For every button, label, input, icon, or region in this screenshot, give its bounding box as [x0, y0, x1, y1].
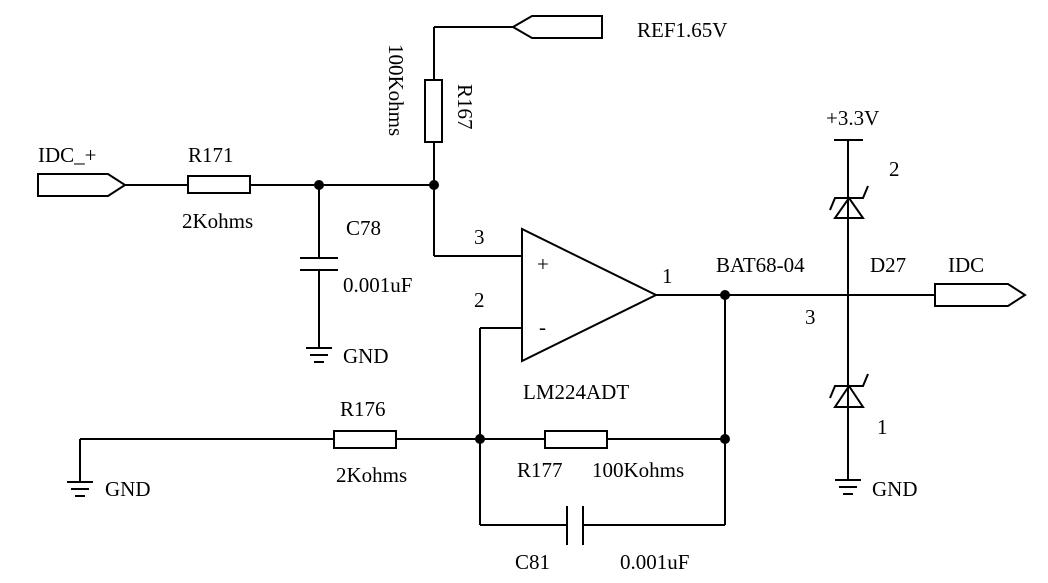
opamp-pin-inv: 2: [474, 288, 485, 312]
diode-bottom: [829, 373, 869, 408]
resistor-r177: [544, 430, 608, 449]
opamp-lm224: [521, 227, 659, 363]
gnd-c78-label: GND: [343, 344, 389, 368]
opamp-plus-sign: +: [537, 252, 549, 276]
c81-value: 0.001uF: [620, 550, 689, 574]
r176-value: 2Kohms: [336, 463, 407, 487]
diode-pin-mid: 3: [805, 305, 816, 329]
opamp-minus-sign: -: [539, 315, 546, 339]
port-idc-plus: [37, 173, 127, 197]
port-idc-out: [934, 283, 1027, 307]
resistor-r171: [187, 175, 251, 194]
r171-ref: R171: [188, 143, 234, 167]
capacitor-c81: [566, 506, 584, 545]
junction-c78: [314, 180, 324, 190]
port-ref: [511, 15, 603, 39]
opamp-part: LM224ADT: [523, 380, 629, 404]
diode-pin-top: 2: [889, 157, 900, 181]
vcc-label: +3.3V: [826, 106, 879, 130]
ground-symbol-c78: [306, 347, 332, 363]
capacitor-c78: [300, 257, 338, 271]
r167-ref: R167: [453, 84, 477, 130]
resistor-r167: [424, 79, 443, 143]
opamp-pin-out: 1: [662, 264, 673, 288]
junction-feedback-right: [720, 434, 730, 444]
r176-ref: R176: [340, 397, 386, 421]
diode-top: [829, 185, 869, 219]
c78-ref: C78: [346, 216, 381, 240]
junction-output: [720, 290, 730, 300]
diode-pin-bottom: 1: [877, 415, 888, 439]
r177-ref: R177: [517, 458, 563, 482]
r171-value: 2Kohms: [182, 209, 253, 233]
port-idc-plus-label: IDC_+: [38, 143, 97, 167]
diode-ref: D27: [870, 253, 906, 277]
port-ref-label: REF1.65V: [637, 18, 727, 42]
c78-value: 0.001uF: [343, 273, 412, 297]
port-idc-out-label: IDC: [948, 253, 984, 277]
r167-value: 100Kohms: [384, 44, 408, 136]
ground-symbol-left: [67, 481, 93, 497]
junctions: [314, 180, 730, 444]
c81-ref: C81: [515, 550, 550, 574]
r177-value: 100Kohms: [592, 458, 684, 482]
wires: [79, 26, 935, 526]
resistor-r176: [333, 430, 397, 449]
opamp-pin-noninv: 3: [474, 225, 485, 249]
junction-r167: [429, 180, 439, 190]
diode-part: BAT68-04: [716, 253, 805, 277]
gnd-left-label: GND: [105, 477, 151, 501]
junction-feedback-left: [475, 434, 485, 444]
ground-symbol-diode: [835, 479, 861, 495]
gnd-diode-label: GND: [872, 477, 918, 501]
